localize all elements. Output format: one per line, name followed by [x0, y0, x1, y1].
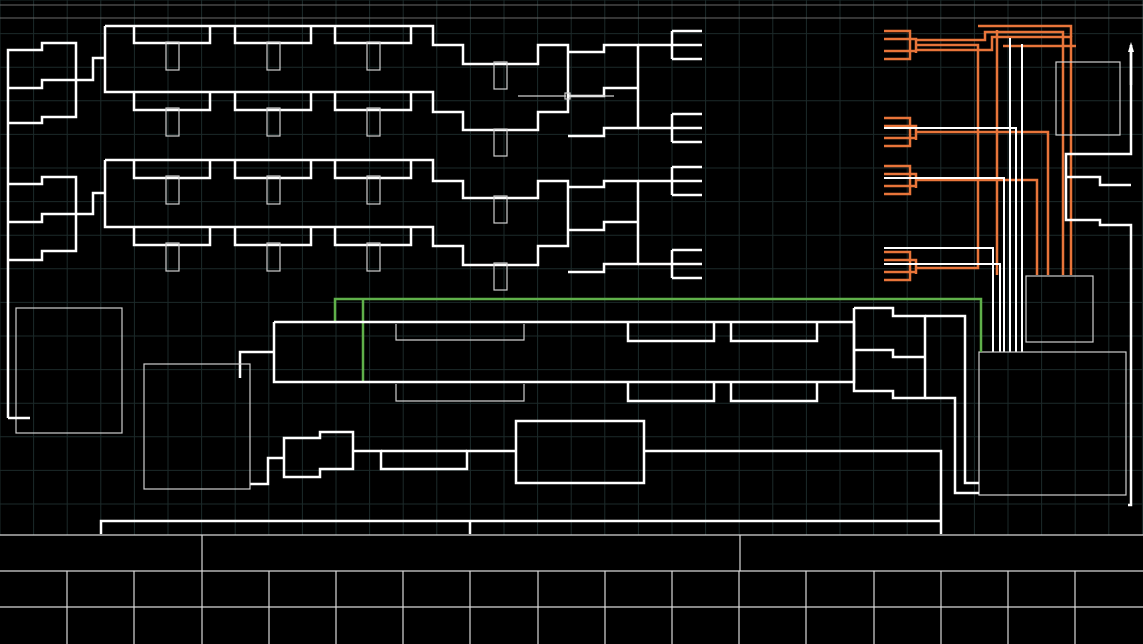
- feeder-link-lower: [76, 191, 105, 216]
- right-boxes: [978, 61, 1127, 496]
- center-bus: [238, 306, 979, 495]
- lower-modules: [165, 175, 508, 291]
- orange-terminal: [884, 250, 918, 282]
- controller-leads: [884, 38, 1023, 352]
- bottom-panel: [0, 534, 1143, 644]
- left-feeder-upper: [6, 41, 78, 418]
- lower-manifold: [8, 158, 672, 274]
- top-frame: [0, 4, 1143, 19]
- fork-terminal: [670, 165, 702, 197]
- left-boxes: [15, 307, 251, 490]
- manifold-body-lower: [103, 158, 570, 267]
- controller-box: [978, 351, 1127, 496]
- center-bus-modules: [395, 324, 525, 402]
- orange-terminals: [884, 29, 918, 282]
- feeder-link-upper: [76, 56, 105, 82]
- upper-modules: [165, 41, 614, 157]
- fork-terminal: [670, 112, 702, 144]
- relay-box-upper: [1055, 61, 1121, 136]
- green-ground-line: [333, 297, 983, 381]
- orange-terminal: [884, 164, 918, 196]
- fork-terminal: [670, 248, 702, 280]
- manifold-body-upper: [103, 24, 570, 132]
- background-grid: [0, 0, 1143, 535]
- panel-box-center: [143, 363, 251, 490]
- right-feeder: [1064, 42, 1134, 507]
- relay-box-lower: [1025, 275, 1094, 343]
- fork-terminal: [670, 29, 702, 61]
- orange-harness: [916, 24, 1076, 275]
- orange-terminal: [884, 29, 918, 61]
- lower-circuit: [99, 419, 943, 534]
- panel-box-left: [15, 307, 123, 434]
- upper-manifold: [6, 24, 672, 418]
- fork-terminals: [670, 29, 702, 280]
- orange-terminal: [884, 116, 918, 148]
